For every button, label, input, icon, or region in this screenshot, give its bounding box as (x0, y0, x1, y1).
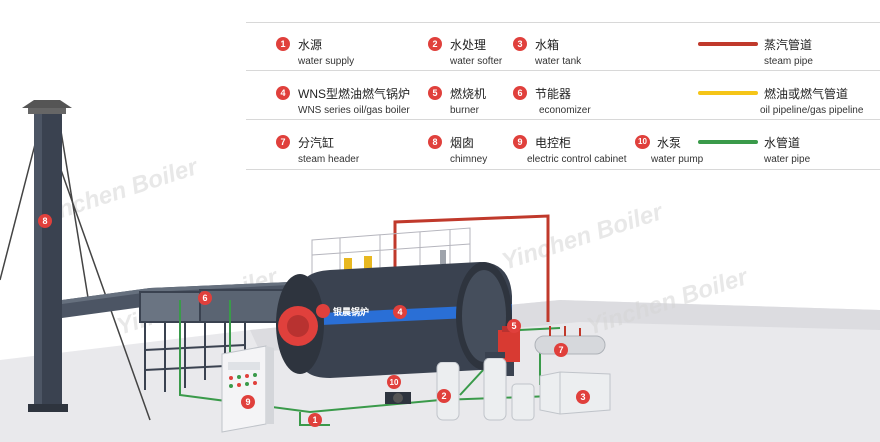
steam-pipe-swatch (698, 42, 758, 46)
callout-2[interactable]: 2 (437, 389, 451, 403)
callout-10[interactable]: 10 (387, 375, 401, 389)
callout-8[interactable]: 8 (38, 214, 52, 228)
svg-text:7: 7 (558, 345, 563, 355)
legend-label-en: electric control cabinet (527, 154, 627, 165)
legend-divider (246, 169, 880, 170)
number-badge: 9 (513, 135, 527, 149)
number-badge: 8 (428, 135, 442, 149)
economizer (139, 289, 291, 392)
number-badge: 1 (276, 37, 290, 51)
legend-label-zh: 烟囱 (450, 136, 475, 150)
oil-gas-pipe-swatch (698, 91, 758, 95)
callout-9[interactable]: 9 (241, 395, 255, 409)
number-badge: 2 (428, 37, 442, 51)
legend-label-en: water pipe (764, 154, 811, 165)
legend-label-en: chimney (450, 154, 488, 165)
number-badge: 10 (635, 135, 650, 149)
callout-6[interactable]: 6 (198, 291, 212, 305)
legend-divider (246, 119, 880, 120)
steam-pipe (393, 214, 550, 322)
callout-1[interactable]: 1 (308, 413, 322, 427)
legend-label-en: burner (450, 105, 479, 116)
legend-label-en: water supply (298, 56, 355, 67)
number-badge: 5 (428, 86, 442, 100)
legend-label-en: steam header (298, 154, 360, 165)
legend-label-en: water tank (535, 56, 582, 67)
steam-header (534, 326, 606, 355)
legend-divider (246, 22, 880, 23)
legend-label-en: water softer (450, 56, 503, 67)
legend-row: 7 分汽缸 steam header 8 烟囱 chimney 9 电控柜 el… (246, 120, 880, 168)
legend-label-zh: 水管道 (764, 136, 801, 150)
svg-text:1: 1 (312, 415, 317, 425)
legend-label-zh: 电控柜 (535, 136, 572, 150)
water-pipe-swatch (698, 140, 758, 144)
legend-label-zh: 燃烧机 (450, 87, 487, 101)
chimney (0, 100, 151, 421)
boiler-brand-label: 银晨锅炉 (333, 306, 369, 317)
wns-boiler: 银晨锅炉 (276, 262, 512, 378)
legend-label-zh: 节能器 (535, 87, 572, 101)
number-badge: 3 (513, 37, 527, 51)
number-badge: 6 (513, 86, 527, 100)
legend-label-zh: 水泵 (657, 136, 682, 150)
svg-text:5: 5 (511, 321, 516, 331)
watermark-text: Yinchen Boiler (499, 198, 668, 276)
water-pump (385, 392, 411, 404)
legend-row: 1 水源 water supply 2 水处理 water softer 3 水… (246, 22, 880, 70)
number-badge: 7 (276, 135, 290, 149)
callout-3[interactable]: 3 (576, 390, 590, 404)
svg-text:6: 6 (202, 293, 207, 303)
legend-label-zh: 蒸汽管道 (764, 38, 813, 52)
svg-text:2: 2 (441, 391, 446, 401)
callout-5[interactable]: 5 (507, 319, 521, 333)
svg-text:10: 10 (390, 378, 399, 387)
water-tank (539, 371, 611, 415)
legend-label-en: WNS series oil/gas boiler (298, 105, 410, 116)
svg-text:4: 4 (397, 307, 402, 317)
legend-label-en: oil pipeline/gas pipeline (760, 105, 864, 116)
legend-label-en: steam pipe (764, 56, 813, 67)
legend-divider (246, 70, 880, 71)
control-cabinet (221, 345, 274, 433)
legend-label-en: water pump (651, 154, 704, 165)
legend-row: 4 WNS型燃油燃气锅炉 WNS series oil/gas boiler 5… (246, 71, 880, 119)
legend-label-zh: 燃油或燃气管道 (764, 87, 849, 101)
legend-label-en: economizer (539, 105, 591, 116)
safety-valves (344, 250, 446, 274)
legend-label-zh: 分汽缸 (298, 136, 335, 150)
legend-panel: 1 水源 water supply 2 水处理 water softer 3 水… (246, 22, 880, 170)
callout-7[interactable]: 7 (554, 343, 568, 357)
number-badge: 4 (276, 86, 290, 100)
callout-4[interactable]: 4 (393, 305, 407, 319)
svg-text:8: 8 (42, 216, 47, 226)
legend-label-zh: 水处理 (450, 38, 487, 52)
svg-text:3: 3 (580, 392, 585, 402)
svg-text:9: 9 (245, 397, 250, 407)
legend-label-zh: 水源 (298, 38, 323, 52)
legend-label-zh: WNS型燃油燃气锅炉 (298, 87, 410, 101)
legend-label-zh: 水箱 (535, 38, 560, 52)
